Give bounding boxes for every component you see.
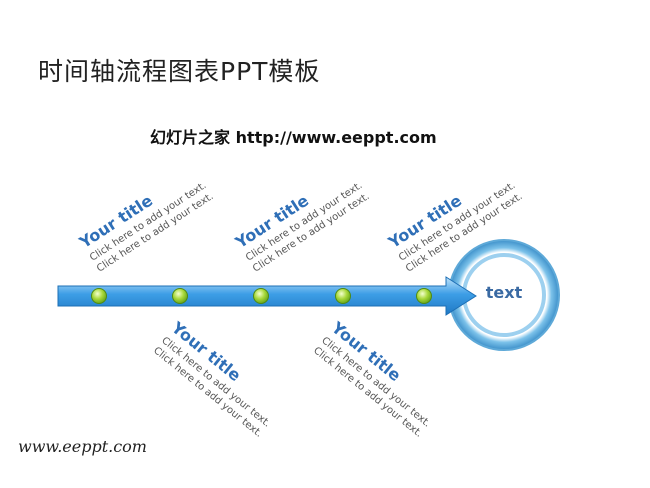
timeline-dot-2	[172, 288, 188, 304]
timeline-dot-1	[91, 288, 107, 304]
timeline-dot-5	[416, 288, 432, 304]
footer-url: www.eeppt.com	[18, 437, 147, 456]
timeline-dot-4	[335, 288, 351, 304]
timeline-dot-3	[253, 288, 269, 304]
page-title: 时间轴流程图表PPT模板	[38, 57, 321, 86]
page-subtitle: 幻灯片之家 http://www.eeppt.com	[150, 128, 437, 147]
end-circle-label: text	[485, 283, 523, 302]
